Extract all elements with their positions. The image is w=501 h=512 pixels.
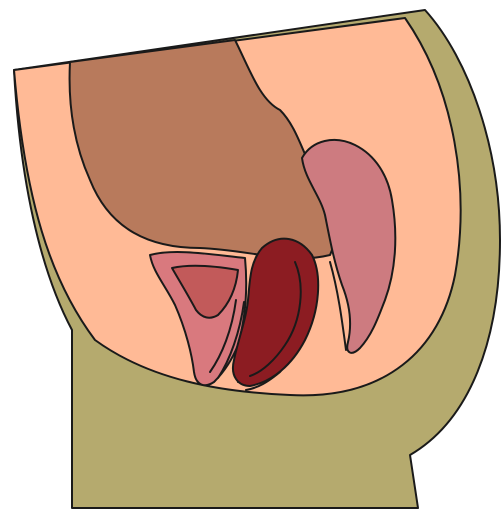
anatomy-figure	[0, 0, 501, 512]
